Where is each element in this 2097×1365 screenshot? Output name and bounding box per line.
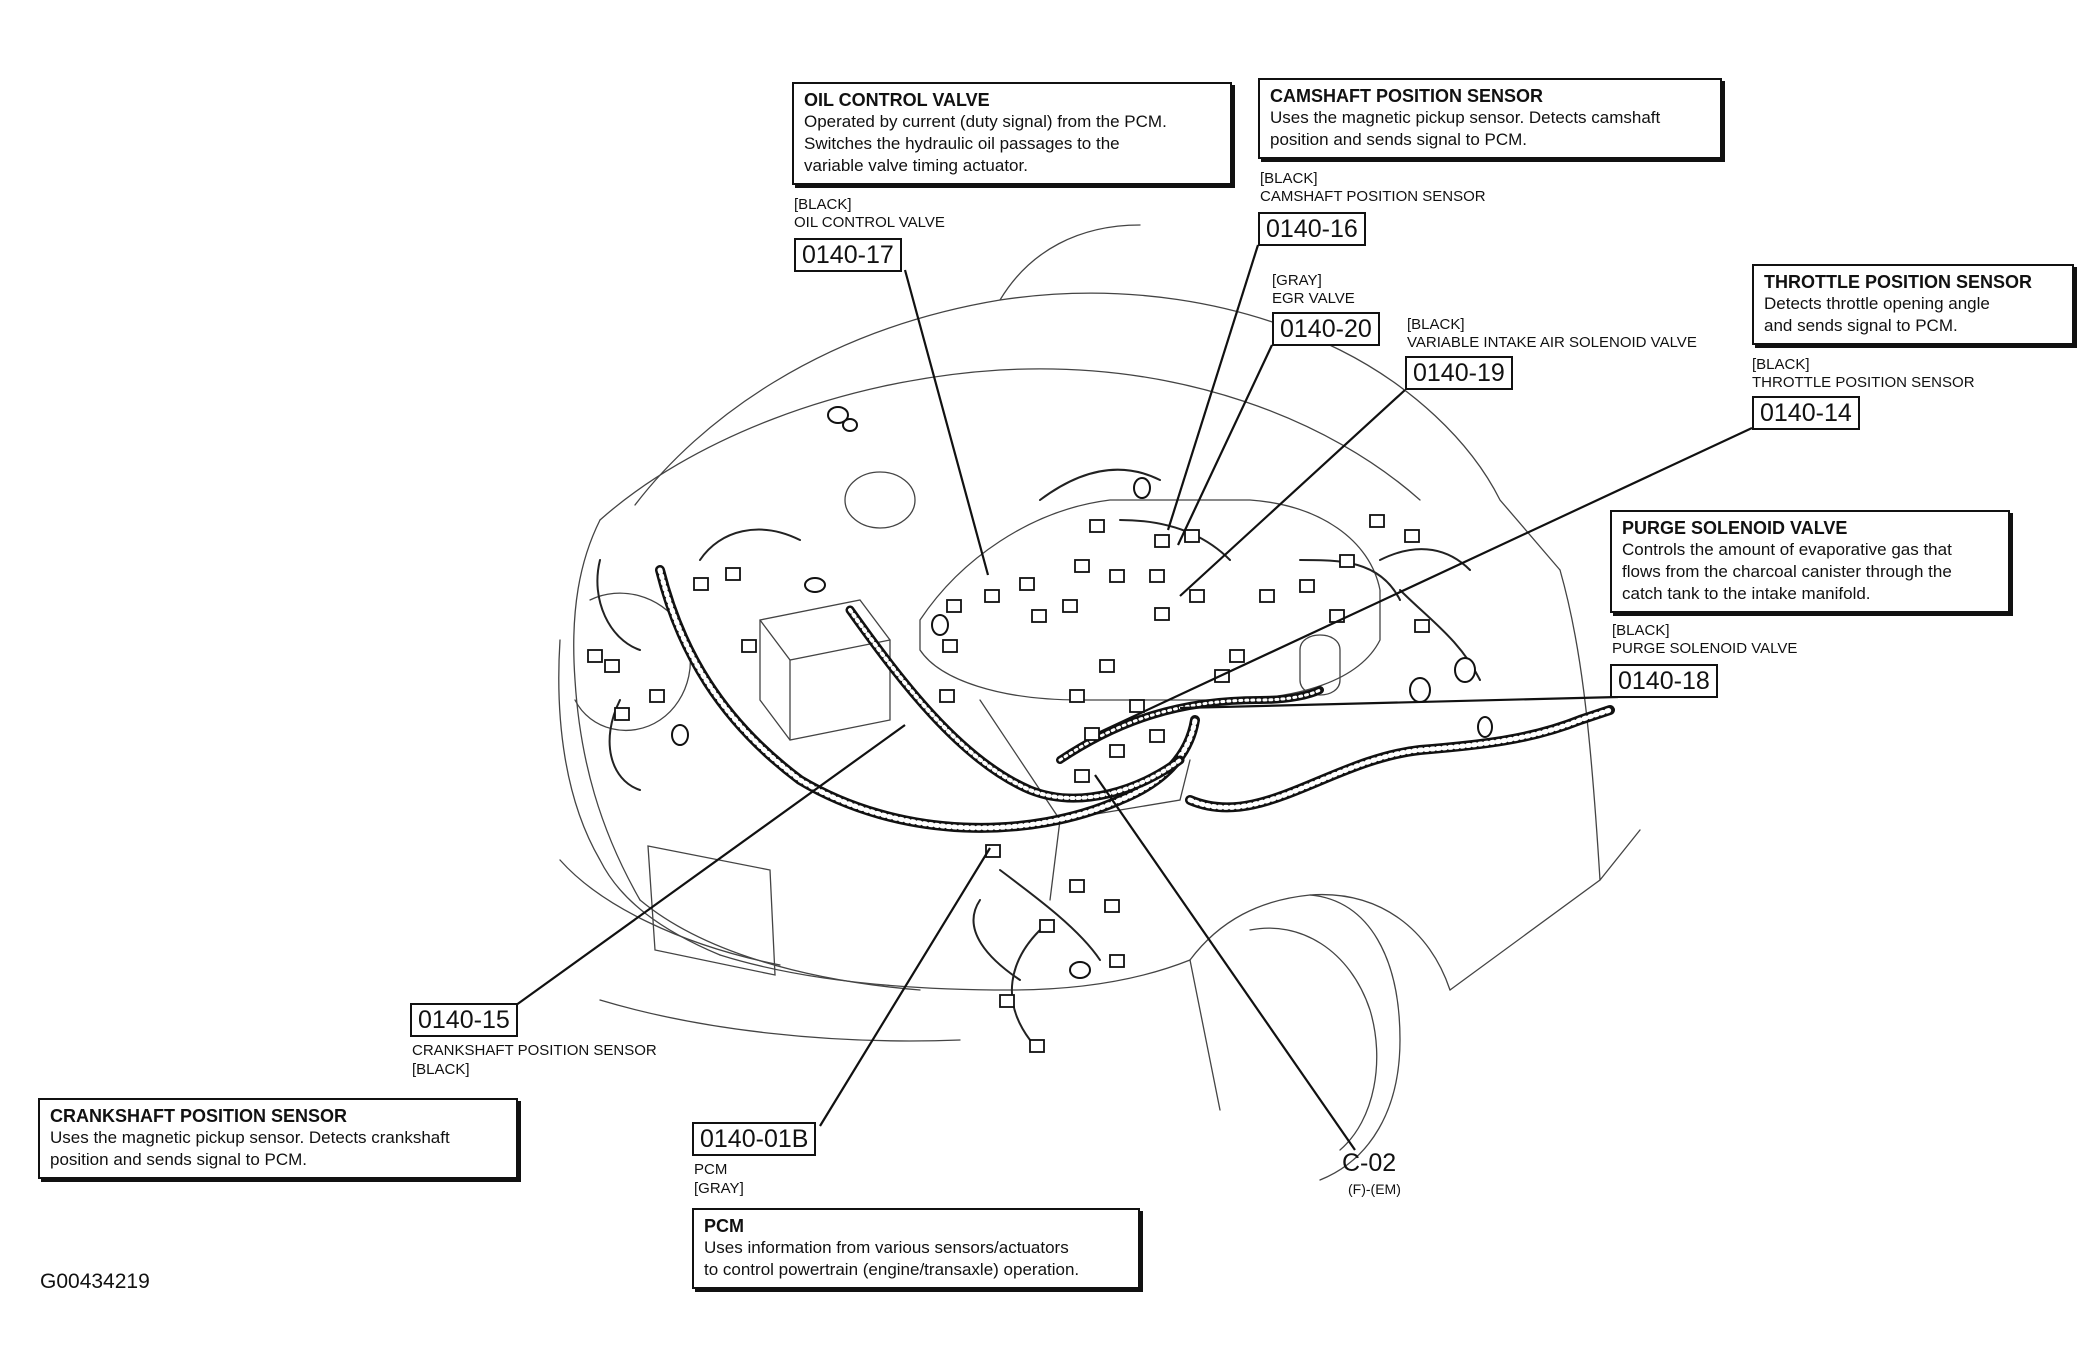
grommets — [671, 406, 1493, 979]
description-line: Uses the magnetic pickup sensor. Detects… — [50, 1128, 450, 1147]
pcm-description: PCM Uses information from various sensor… — [692, 1208, 1140, 1289]
camshaft-position-sensor-color: [BLACK] — [1260, 170, 1318, 187]
description-line: Uses information from various sensors/ac… — [704, 1238, 1069, 1257]
oil-control-valve-description: OIL CONTROL VALVE Operated by current (d… — [792, 82, 1232, 185]
connector-code-0140-19: 0140-19 — [1405, 356, 1513, 390]
connector-code-0140-15: 0140-15 — [410, 1003, 518, 1037]
purge-solenoid-valve-description: PURGE SOLENOID VALVE Controls the amount… — [1610, 510, 2010, 613]
crankshaft-position-sensor-name: CRANKSHAFT POSITION SENSOR — [412, 1042, 657, 1059]
description-line: position and sends signal to PCM. — [1270, 130, 1528, 149]
crankshaft-position-sensor-description: CRANKSHAFT POSITION SENSOR Uses the magn… — [38, 1098, 518, 1179]
throttle-position-sensor-name: THROTTLE POSITION SENSOR — [1752, 374, 1975, 391]
description-line: catch tank to the intake manifold. — [1622, 584, 1871, 603]
description-line: and sends signal to PCM. — [1764, 316, 1958, 335]
variable-intake-air-solenoid-valve-name: VARIABLE INTAKE AIR SOLENOID VALVE — [1407, 334, 1697, 351]
connector-code-c-02: C-02 — [1342, 1149, 1397, 1177]
egr-valve-color: [GRAY] — [1272, 272, 1322, 289]
description-line: Operated by current (duty signal) from t… — [804, 112, 1167, 131]
pcm-name: PCM — [694, 1161, 728, 1178]
camshaft-position-sensor-name: CAMSHAFT POSITION SENSOR — [1260, 188, 1486, 205]
oil-control-valve-color: [BLACK] — [794, 196, 852, 213]
connector-code-0140-17: 0140-17 — [794, 238, 902, 272]
throttle-position-sensor-color: [BLACK] — [1752, 356, 1810, 373]
crankshaft-position-sensor-title: CRANKSHAFT POSITION SENSOR — [50, 1106, 348, 1126]
pcm-color: [GRAY] — [694, 1180, 744, 1197]
description-line: flows from the charcoal canister through… — [1622, 562, 1952, 581]
figure-id: G00434219 — [40, 1270, 150, 1293]
connector-code-0140-18: 0140-18 — [1610, 664, 1718, 698]
connector-code-0140-14: 0140-14 — [1752, 396, 1860, 430]
description-line: Uses the magnetic pickup sensor. Detects… — [1270, 108, 1661, 127]
purge-solenoid-valve-title: PURGE SOLENOID VALVE — [1622, 518, 1848, 538]
description-line: Detects throttle opening angle — [1764, 294, 1990, 313]
description-line: to control powertrain (engine/transaxle)… — [704, 1260, 1080, 1279]
oil-control-valve-title: OIL CONTROL VALVE — [804, 90, 990, 110]
oil-control-valve-name: OIL CONTROL VALVE — [794, 214, 945, 231]
camshaft-position-sensor-title: CAMSHAFT POSITION SENSOR — [1270, 86, 1544, 106]
variable-intake-air-solenoid-valve-color: [BLACK] — [1407, 316, 1465, 333]
connector-code-0140-16: 0140-16 — [1258, 212, 1366, 246]
crankshaft-position-sensor-color: [BLACK] — [412, 1061, 470, 1078]
purge-solenoid-valve-color: [BLACK] — [1612, 622, 1670, 639]
description-line: position and sends signal to PCM. — [50, 1150, 308, 1169]
c-02-subtag: (F)-(EM) — [1348, 1181, 1401, 1197]
connector-code-0140-01b: 0140-01B — [692, 1122, 817, 1156]
wiring-harness — [596, 468, 1615, 1041]
connector-code-0140-20: 0140-20 — [1272, 312, 1380, 346]
throttle-position-sensor-description: THROTTLE POSITION SENSOR Detects throttl… — [1752, 264, 2074, 345]
throttle-position-sensor-title: THROTTLE POSITION SENSOR — [1764, 272, 2033, 292]
purge-solenoid-valve-name: PURGE SOLENOID VALVE — [1612, 640, 1798, 657]
leader-lines — [511, 244, 1753, 1151]
camshaft-position-sensor-description: CAMSHAFT POSITION SENSOR Uses the magnet… — [1258, 78, 1722, 159]
description-line: Controls the amount of evaporative gas t… — [1622, 540, 1952, 559]
description-line: variable valve timing actuator. — [804, 156, 1028, 175]
description-line: Switches the hydraulic oil passages to t… — [804, 134, 1120, 153]
connectors — [587, 514, 1430, 1053]
egr-valve-name: EGR VALVE — [1272, 290, 1355, 307]
pcm-title: PCM — [704, 1216, 744, 1236]
